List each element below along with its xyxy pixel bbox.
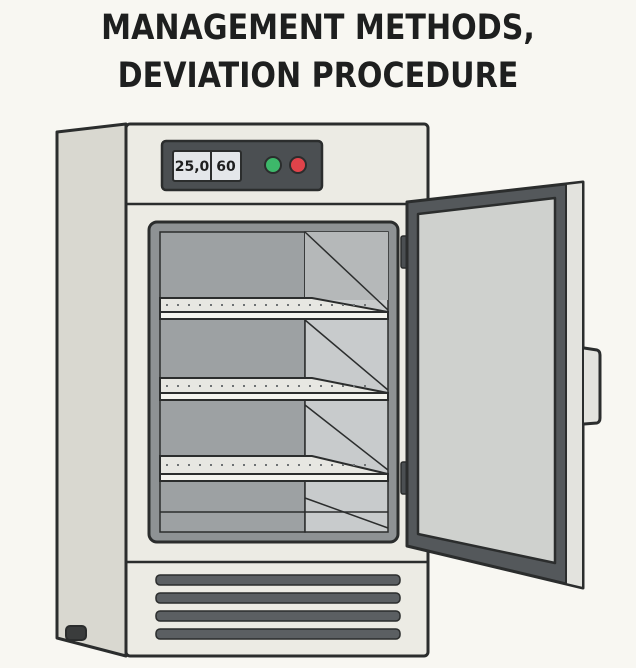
- vent-grille-icon: [155, 574, 401, 640]
- wire-shelf-icon: [159, 455, 389, 482]
- status-light-red-icon: [289, 156, 307, 174]
- page-title-line-2: DEVIATION PROCEDURE: [117, 56, 519, 96]
- temperature-readout: 25,0: [175, 159, 210, 175]
- door-handle-icon: [583, 346, 602, 426]
- page-title-line-1: MANAGEMENT METHODS,: [101, 8, 535, 48]
- humidity-readout: 60: [216, 159, 236, 175]
- wire-shelf-icon: [159, 297, 389, 320]
- control-display-icon: 25,0 60: [160, 139, 324, 192]
- status-light-green-icon: [264, 156, 282, 174]
- wire-shelf-icon: [159, 377, 389, 401]
- open-door-icon: [405, 180, 585, 590]
